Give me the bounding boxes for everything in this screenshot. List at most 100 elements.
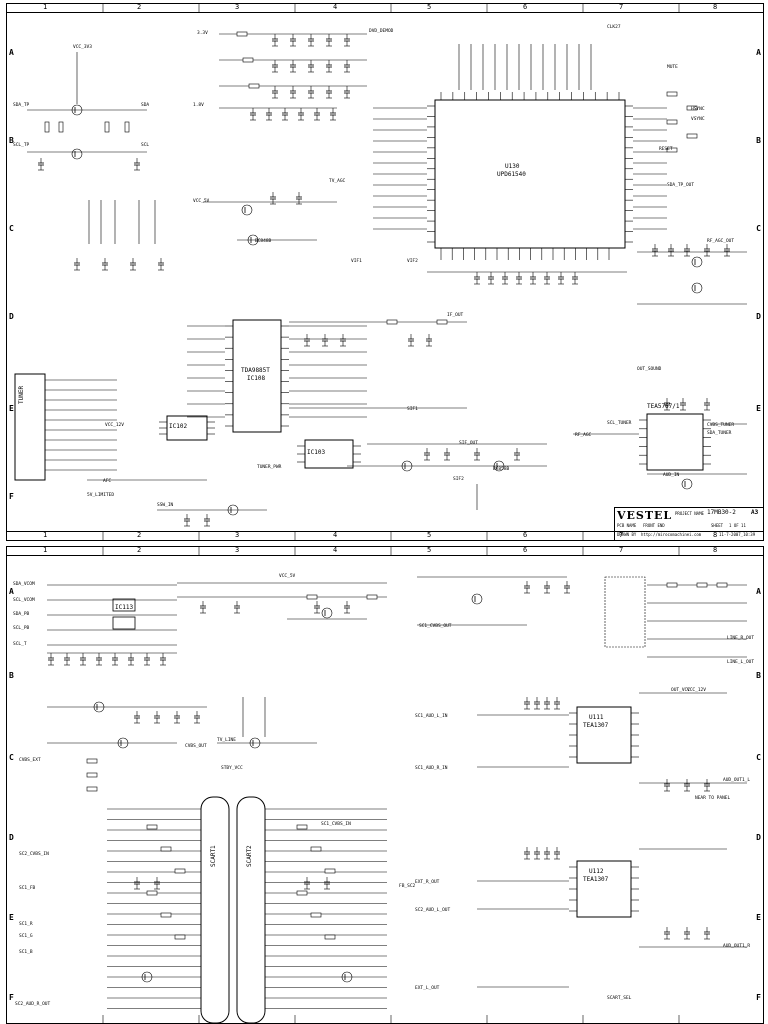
net-label: HSYNC [691, 107, 705, 112]
resistor [160, 846, 172, 852]
column-number: 3 [235, 531, 240, 539]
schematic-sheet-1: 1 2 3 4 5 6 7 8 A B C D E F A B C D E U1… [6, 3, 764, 541]
net-label: SC1_R [19, 922, 33, 927]
pcb-name-label: PCB NAME [617, 523, 637, 528]
net-label: LINE_L_OUT [727, 660, 755, 665]
transistor [691, 256, 703, 268]
resistor [386, 319, 398, 325]
project-name-label: PROJECT NAME [675, 511, 704, 516]
net-label: SDA_TUNER [707, 431, 732, 436]
net-label: SCL_VCOM [13, 598, 35, 603]
row-letter: B [756, 671, 761, 680]
net-label: SC2_AUD_L_OUT [415, 908, 451, 913]
net-label: SIF2 [453, 477, 464, 482]
column-ruler-bottom: 1 2 3 4 5 6 7 8 [7, 531, 763, 540]
net-label: SDA_PB [13, 612, 30, 617]
row-letter: C [756, 753, 761, 762]
column-ruler-top: 1 2 3 4 5 6 7 8 [7, 546, 763, 556]
net-label: BC848B [255, 239, 272, 244]
ic-chip [576, 860, 632, 918]
resistor [86, 786, 98, 792]
chip-label-scart1: SCART1 [210, 845, 217, 867]
switch-array [604, 576, 646, 648]
row-letter: A [9, 587, 14, 596]
net-label: RESET [659, 147, 673, 152]
resistor [296, 890, 308, 896]
net-label: EXT_R_OUT [415, 880, 440, 885]
net-label: SC1_AUD_L_IN [415, 714, 448, 719]
chip-label-scart2: SCART2 [246, 845, 253, 867]
column-number: 5 [427, 531, 432, 539]
chip-label-u130: U130 [505, 163, 520, 170]
row-letter: D [756, 312, 761, 321]
resistor [248, 83, 260, 89]
net-label: SC2_AUD_R_OUT [15, 1002, 51, 1007]
resistor [666, 91, 678, 97]
net-label: VSYNC [691, 117, 705, 122]
net-label: DVD_DEMOD [369, 29, 394, 34]
net-label: AUD_OUT1_L [723, 778, 751, 783]
row-letter: B [756, 136, 761, 145]
column-number: 6 [523, 531, 528, 539]
column-number: 7 [619, 546, 624, 554]
net-label: CVBS_OUT [185, 744, 207, 749]
net-label: TV_LINE [217, 738, 236, 743]
ic-chip [232, 319, 282, 433]
net-label: SCL_PB [13, 626, 30, 631]
net-label: SIF1 [407, 407, 418, 412]
column-number: 8 [713, 546, 718, 554]
row-letter: E [9, 404, 14, 413]
resistor [686, 133, 698, 139]
net-label: NEAR TO PANEL [695, 796, 731, 801]
transistor [321, 607, 333, 619]
transistor [341, 971, 353, 983]
column-number: 6 [523, 546, 528, 554]
chip-label-ic113: IC113 [115, 604, 134, 611]
net-label: SCL_TUNER [607, 421, 632, 426]
resistor [310, 846, 322, 852]
column-number: 7 [619, 3, 624, 11]
net-label: AFC [103, 479, 112, 484]
net-label: OUT_SOUND [637, 367, 662, 372]
row-letter: E [756, 913, 761, 922]
resistor [366, 594, 378, 600]
row-letter: D [9, 312, 14, 321]
resistor [86, 758, 98, 764]
resistor [306, 594, 318, 600]
resistor [124, 121, 130, 133]
resistor [666, 147, 678, 153]
sheet-size: A3 [751, 509, 759, 516]
row-letter: A [756, 48, 761, 57]
circuit-drawing-sheet-1 [14, 4, 763, 540]
ic-chip [304, 439, 354, 469]
net-label: STBY_VCC [221, 766, 243, 771]
column-number: 1 [43, 546, 48, 554]
column-number: 3 [235, 3, 240, 11]
net-label: TV_AGC [329, 179, 346, 184]
chip-label-u111-part: TEA1307 [583, 722, 609, 729]
row-letter: E [9, 913, 14, 922]
chip-label-tda: TDA9885T [241, 367, 270, 374]
chip-label-tda-ref: IC108 [247, 375, 266, 382]
row-letter: A [9, 48, 14, 57]
inductor-block [112, 598, 136, 612]
sheet-number: 1 OF 11 [729, 523, 746, 528]
net-label: VIF2 [407, 259, 418, 264]
row-letter: B [9, 671, 14, 680]
net-label: SDA [141, 103, 150, 108]
row-letter: C [756, 224, 761, 233]
column-number: 1 [43, 3, 48, 11]
net-label: AUD_IN [663, 473, 680, 478]
net-label: SDA_TP [13, 103, 30, 108]
resistor [666, 119, 678, 125]
scart-connector [236, 796, 266, 1023]
net-label: 3.3V [197, 31, 208, 36]
pcb-name-value: FRONT END [643, 523, 665, 528]
net-label: SC1_G [19, 934, 33, 939]
column-number: 4 [333, 531, 338, 539]
row-letter: C [9, 224, 14, 233]
net-label: SC1_FB [19, 886, 36, 891]
column-number: 2 [137, 546, 142, 554]
column-number: 1 [43, 531, 48, 539]
net-label: SCART_SEL [607, 996, 632, 1001]
